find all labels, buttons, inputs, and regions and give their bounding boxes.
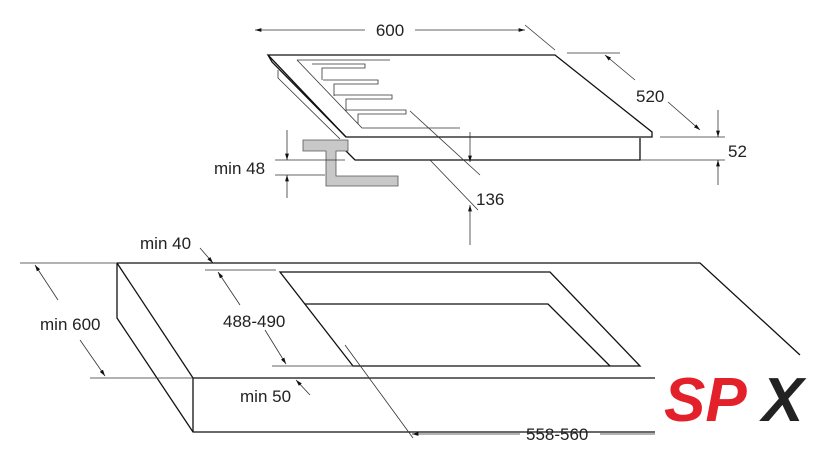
spx-logo: SP X — [664, 366, 807, 435]
dim-depth-520: 520 — [636, 87, 664, 106]
hob-drawing — [266, 54, 653, 187]
cutout-dimension-lines — [20, 247, 655, 439]
dim-min-50: min 50 — [240, 387, 291, 406]
cutout-inner — [305, 303, 611, 367]
hob-dimension-lines — [254, 24, 725, 245]
dim-488-490: 488-490 — [223, 312, 285, 331]
mounting-bracket — [302, 139, 399, 187]
cutout-outer — [278, 271, 642, 367]
dim-min-40: min 40 — [140, 234, 191, 253]
logo-red-part: SP — [664, 366, 747, 435]
dim-558-560: 558-560 — [526, 425, 588, 444]
dim-min-600: min 600 — [40, 315, 100, 334]
dim-136: 136 — [476, 190, 504, 209]
dim-min-48: min 48 — [214, 159, 265, 178]
dim-width-600: 600 — [376, 21, 404, 40]
burner-controls — [312, 63, 407, 124]
logo-black-part: X — [759, 366, 807, 435]
dim-height-52: 52 — [728, 142, 747, 161]
